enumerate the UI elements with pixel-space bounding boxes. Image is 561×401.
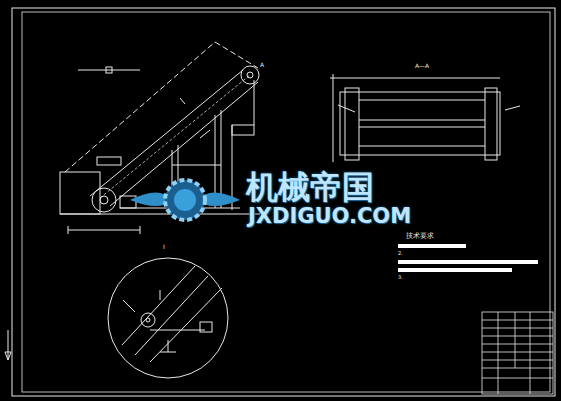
inclined-conveyor <box>60 42 260 234</box>
inner-border <box>22 12 550 392</box>
note-heading: 技术要求 <box>406 233 434 241</box>
callout-letter: A <box>260 62 264 69</box>
sheet-border <box>12 8 555 396</box>
watermark-text: 机械帝国 <box>246 170 374 205</box>
section-label: A—A <box>415 63 429 70</box>
section-view <box>330 74 520 162</box>
detail-view <box>108 258 228 378</box>
title-block <box>482 312 553 394</box>
note-number: 2. <box>398 251 403 257</box>
detail-label: I <box>163 244 165 251</box>
watermark-logo <box>130 180 240 220</box>
note-number: 3. <box>398 275 403 281</box>
watermark-url: JXDIGUO.COM <box>248 205 411 228</box>
